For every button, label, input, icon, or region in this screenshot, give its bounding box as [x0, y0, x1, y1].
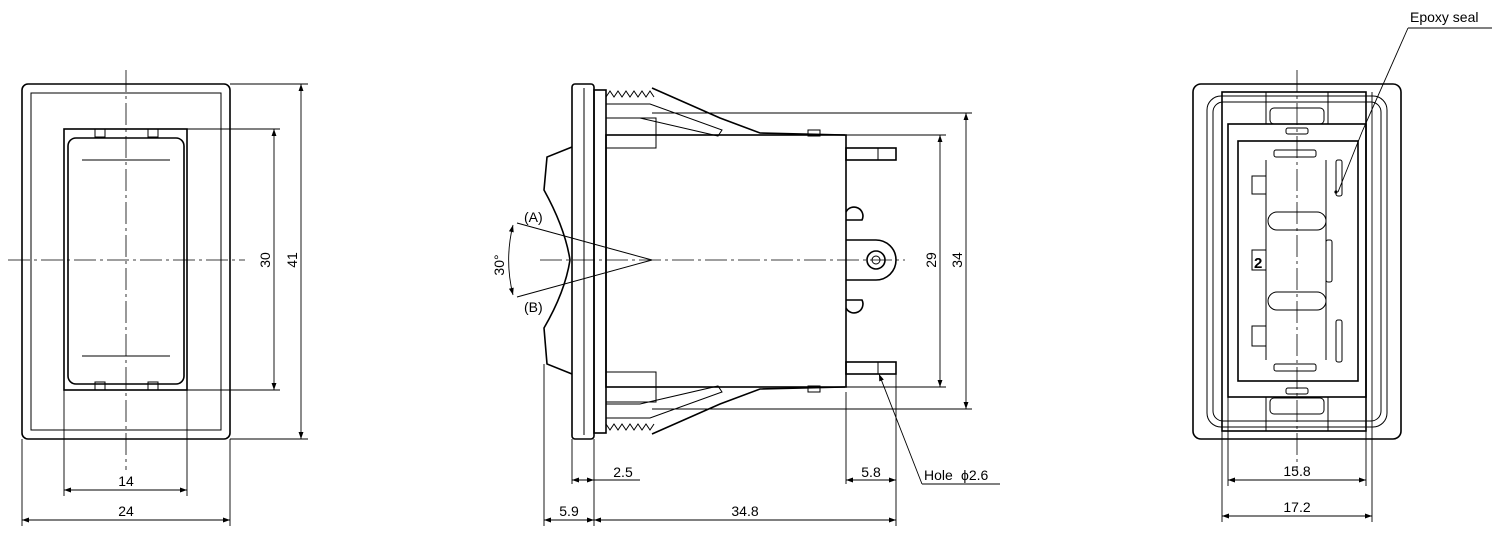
side-spring-bottom: [605, 423, 655, 431]
dim-actuator-angle: 30°: [491, 254, 507, 275]
dim-front-outer-width: 24: [118, 503, 134, 519]
epoxy-leader-line: [1361, 27, 1409, 133]
dim-side-panel-thickness: 2.5: [613, 464, 633, 480]
hole-leader-line: [878, 373, 923, 485]
dim-rear-outer-width: 17.2: [1283, 499, 1310, 515]
front-actuator-frame: [63, 128, 188, 391]
angle-arc: [508, 224, 514, 296]
label-position-b: (B): [524, 299, 543, 315]
dim-front-outer-height: 41: [284, 252, 300, 268]
epoxy-seal-label: Epoxy seal: [1410, 9, 1478, 25]
side-spring-top: [605, 90, 655, 98]
side-center-terminal: [846, 239, 897, 281]
label-position-a: (A): [524, 209, 543, 225]
dim-side-actuator-depth: 5.9: [559, 503, 579, 519]
front-view: 14 24 30 41: [8, 70, 308, 526]
rear-terminal-block: [1237, 140, 1359, 382]
side-bezel: [571, 83, 595, 440]
side-body: [605, 134, 847, 388]
dim-front-inner-width: 14: [118, 473, 134, 489]
dim-side-body-length: 34.8: [731, 503, 758, 519]
hole-label: Hole: [924, 467, 953, 483]
dim-front-inner-height: 30: [257, 252, 273, 268]
side-view: (A) (B) 30° 2.5 5.8 5.9 34.8 29 34 Hole …: [491, 83, 1000, 526]
dim-side-overall-height: 34: [949, 252, 965, 268]
side-terminal-bottom: [845, 361, 897, 375]
terminal-number-2: 2: [1254, 255, 1262, 272]
rear-view: 2 Epoxy seal 15.8 17.2: [1192, 9, 1492, 522]
dim-side-terminal-length: 5.8: [861, 464, 881, 480]
hole-diameter: ϕ2.6: [961, 467, 989, 483]
front-bezel-inner: [30, 92, 222, 431]
side-terminal-top: [845, 147, 897, 161]
dim-side-body-height: 29: [923, 252, 939, 268]
rear-housing-outer: [1221, 91, 1367, 432]
side-actuator: [543, 146, 573, 375]
dim-rear-inner-width: 15.8: [1283, 463, 1310, 479]
